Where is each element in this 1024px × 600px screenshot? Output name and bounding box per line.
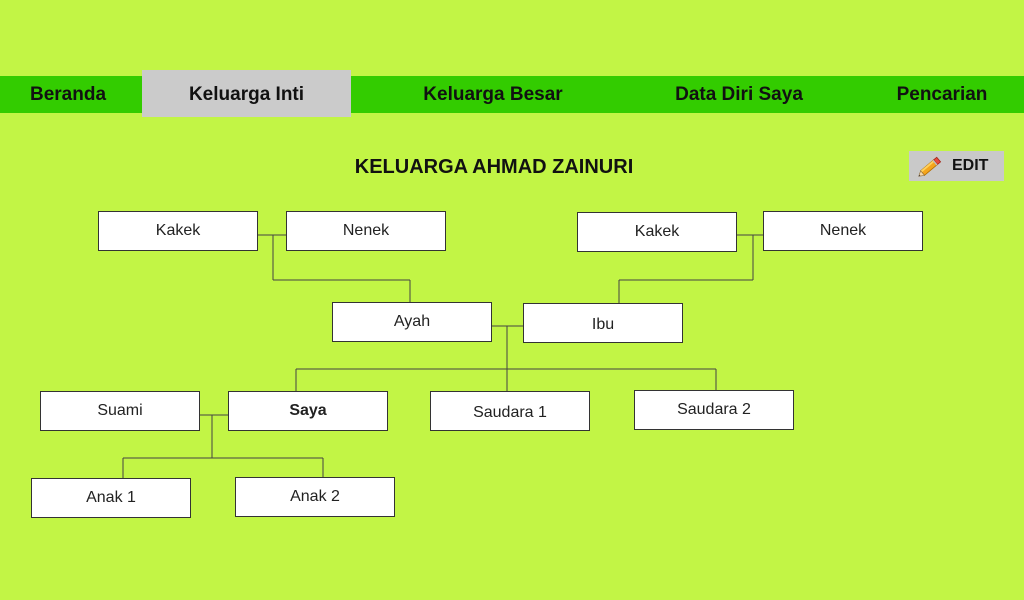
maternal-grandmother-box[interactable]: Nenek <box>763 211 923 251</box>
paternal-grandmother-box[interactable]: Nenek <box>286 211 446 251</box>
self-box[interactable]: Saya <box>228 391 388 431</box>
child-1-box[interactable]: Anak 1 <box>31 478 191 518</box>
nav-item-beranda[interactable]: Beranda <box>29 84 107 105</box>
sibling-2-box[interactable]: Saudara 2 <box>634 390 794 430</box>
spouse-box[interactable]: Suami <box>40 391 200 431</box>
child-2-box[interactable]: Anak 2 <box>235 477 395 517</box>
sibling-1-box[interactable]: Saudara 1 <box>430 391 590 431</box>
nav-item-keluarga-besar[interactable]: Keluarga Besar <box>423 84 563 105</box>
father-box[interactable]: Ayah <box>332 302 492 342</box>
main-navbar: Beranda Keluarga Inti Keluarga Besar Dat… <box>0 70 1024 117</box>
paternal-grandfather-box[interactable]: Kakek <box>98 211 258 251</box>
edit-button-label: EDIT <box>952 157 989 174</box>
nav-item-keluarga-inti[interactable]: Keluarga Inti <box>142 70 351 117</box>
page-title: KELUARGA AHMAD ZAINURI <box>354 156 634 178</box>
edit-button[interactable]: EDIT <box>909 151 1004 181</box>
mother-box[interactable]: Ibu <box>523 303 683 343</box>
nav-item-pencarian[interactable]: Pencarian <box>896 84 988 105</box>
maternal-grandfather-box[interactable]: Kakek <box>577 212 737 252</box>
nav-item-data-diri-saya[interactable]: Data Diri Saya <box>675 84 803 105</box>
pencil-icon <box>918 156 942 177</box>
